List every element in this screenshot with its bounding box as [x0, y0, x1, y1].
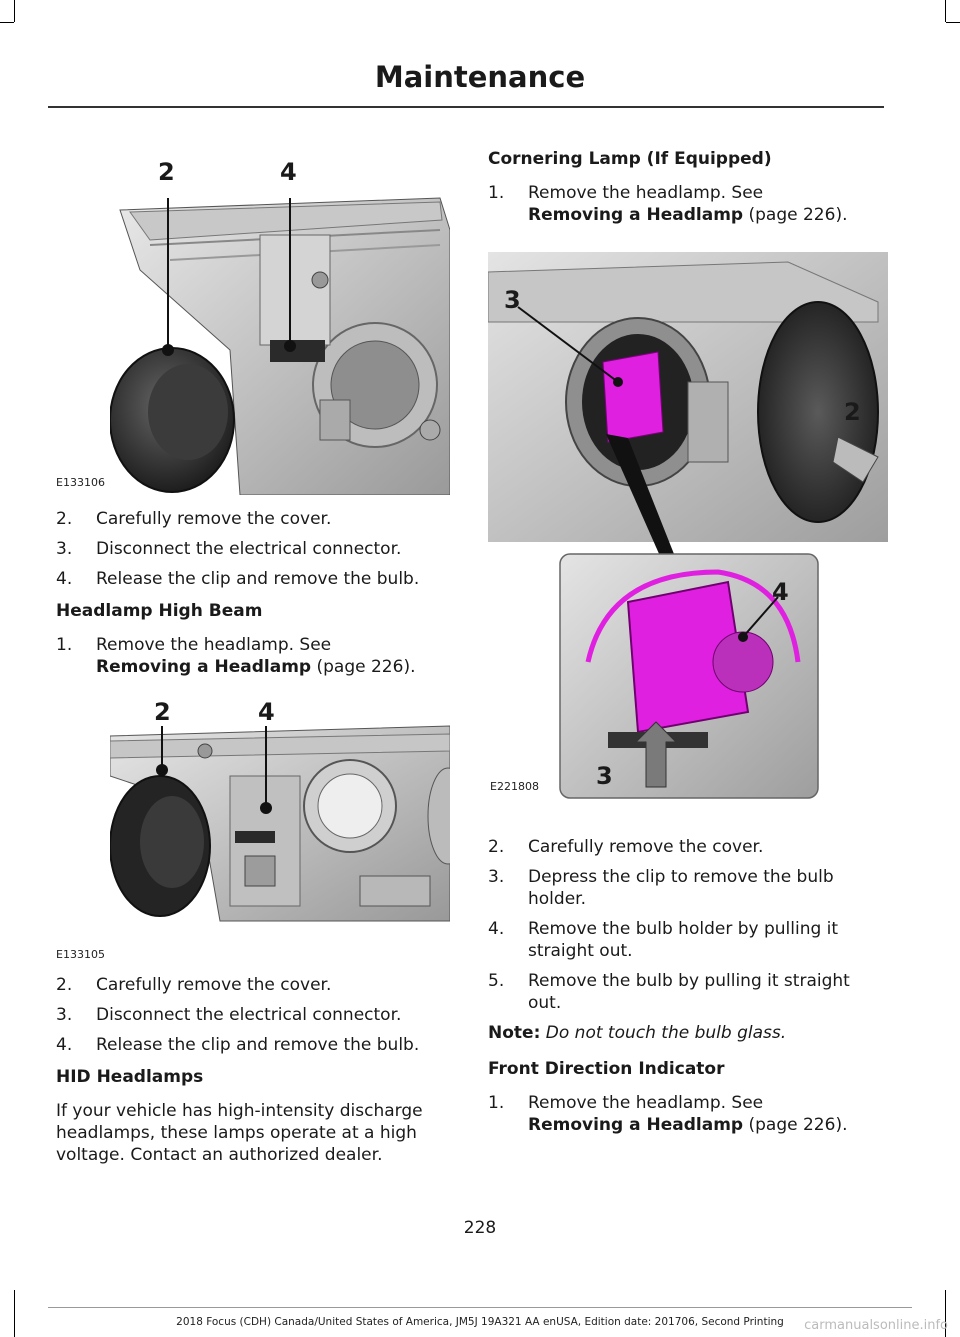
page-number: 228	[463, 1218, 497, 1238]
step-number: 3.	[488, 867, 505, 887]
step-item: 4. Release the clip and remove the bulb.	[56, 568, 456, 590]
page-reference-number: (page 226).	[311, 657, 416, 677]
step-number: 1.	[56, 635, 73, 655]
step-item: 3. Disconnect the electrical connector.	[56, 538, 456, 560]
figure-code: E133105	[56, 948, 105, 961]
step-number: 4.	[56, 569, 73, 589]
page-reference-link[interactable]: Removing a Headlamp	[528, 1115, 744, 1135]
step-text: Remove the headlamp. See	[96, 635, 332, 655]
figure-code: E221808	[490, 780, 539, 793]
crop-mark	[0, 22, 14, 23]
step-text: Carefully remove the cover.	[96, 975, 332, 995]
step-item: 2. Carefully remove the cover.	[56, 508, 456, 530]
step-text: Release the clip and remove the bulb.	[96, 569, 420, 589]
figure-e133105: 2 4 E133105	[56, 696, 469, 961]
crop-mark	[945, 1290, 946, 1337]
page-reference-number: (page 226).	[743, 205, 848, 225]
step-number: 4.	[488, 919, 505, 939]
footer-text: 2018 Focus (CDH) Canada/United States of…	[176, 1316, 784, 1328]
step-item: 2. Carefully remove the cover.	[488, 836, 888, 858]
step-number: 1.	[488, 1093, 505, 1113]
left-column-section-a: 2. Carefully remove the cover. 3. Disconne…	[56, 508, 456, 686]
step-text: Carefully remove the cover.	[96, 509, 332, 529]
crop-mark	[14, 0, 15, 22]
watermark: carmanualsonline.info	[804, 1318, 948, 1333]
step-item: 5. Remove the bulb by pulling it straight…	[488, 970, 888, 1014]
step-number: 2.	[56, 975, 73, 995]
note-label: Note:	[488, 1023, 541, 1043]
step-text: Release the clip and remove the bulb.	[96, 1035, 420, 1055]
note: Note: Do not touch the bulb glass.	[488, 1022, 888, 1044]
page-title: Maintenance	[374, 60, 586, 94]
step-text: Remove the headlamp. See	[528, 183, 764, 203]
step-item: 2. Carefully remove the cover.	[56, 974, 456, 996]
figure-e133106: 2 4 E133106	[56, 150, 451, 496]
right-column-bottom: 2. Carefully remove the cover. 3. Depress …	[488, 836, 888, 1144]
page-reference-link[interactable]: Removing a Headlamp	[528, 205, 744, 225]
step-text: Disconnect the electrical connector.	[96, 539, 402, 559]
step-text: Disconnect the electrical connector.	[96, 1005, 402, 1025]
callout-label: 2	[158, 158, 175, 186]
crop-mark	[946, 22, 960, 23]
section-heading: Cornering Lamp (If Equipped)	[488, 149, 772, 169]
figure-code: E133106	[56, 476, 105, 489]
step-number: 2.	[56, 509, 73, 529]
step-text: Depress the clip to remove the bulb hold…	[528, 867, 834, 909]
crop-mark	[945, 0, 946, 22]
figure-e221808: 3 2 4 3 E221808	[487, 242, 888, 802]
step-item: 3. Depress the clip to remove the bulb ho…	[488, 866, 888, 910]
right-column-top: Cornering Lamp (If Equipped) 1. Remove th…	[488, 148, 888, 234]
page-reference-link[interactable]: Removing a Headlamp	[96, 657, 312, 677]
section-heading: HID Headlamps	[56, 1067, 204, 1087]
note-text: Do not touch the bulb glass.	[545, 1023, 787, 1043]
step-number: 2.	[488, 837, 505, 857]
step-number: 4.	[56, 1035, 73, 1055]
step-item: 4. Remove the bulb holder by pulling it s…	[488, 918, 888, 962]
callout-label: 4	[772, 578, 789, 606]
step-text: Remove the bulb by pulling it straight o…	[528, 971, 850, 1013]
callout-label: 3	[504, 286, 521, 314]
section-heading: Headlamp High Beam	[56, 601, 263, 621]
step-text: Carefully remove the cover.	[528, 837, 764, 857]
section-heading: Front Direction Indicator	[488, 1059, 725, 1079]
step-item: 3. Disconnect the electrical connector.	[56, 1004, 456, 1026]
page-reference-number: (page 226).	[743, 1115, 848, 1135]
step-number: 3.	[56, 539, 73, 559]
step-text: Remove the headlamp. See	[528, 1093, 764, 1113]
callout-label: 2	[154, 698, 171, 726]
crop-mark	[14, 1290, 15, 1337]
step-text: Remove the bulb holder by pulling it str…	[528, 919, 839, 961]
step-number: 3.	[56, 1005, 73, 1025]
callout-label: 4	[280, 158, 297, 186]
left-column-section-b: 2. Carefully remove the cover. 3. Disconne…	[56, 974, 456, 1166]
callout-label: 2	[844, 398, 861, 426]
callout-label: 3	[596, 762, 613, 790]
callout-label: 4	[258, 698, 275, 726]
header-divider	[48, 106, 884, 108]
step-number: 1.	[488, 183, 505, 203]
footer-divider	[48, 1307, 912, 1308]
step-item: 4. Release the clip and remove the bulb.	[56, 1034, 456, 1056]
body-paragraph: If your vehicle has high-intensity disch…	[56, 1101, 423, 1165]
step-number: 5.	[488, 971, 505, 991]
